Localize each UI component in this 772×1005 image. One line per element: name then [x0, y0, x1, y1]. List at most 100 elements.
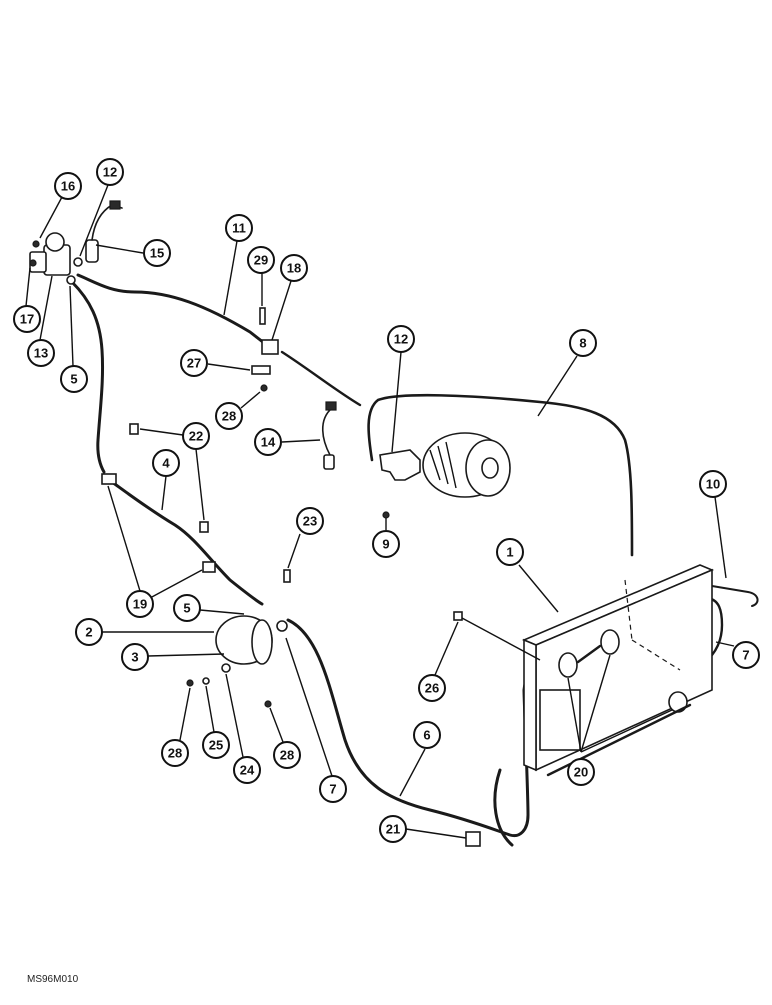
hose-11-continued: [280, 350, 362, 407]
svg-text:19: 19: [133, 597, 147, 612]
leader-5b: [199, 609, 245, 615]
svg-text:4: 4: [162, 456, 170, 471]
compressor: [321, 401, 511, 519]
callout-9: 9: [372, 530, 400, 558]
svg-text:3: 3: [131, 650, 138, 665]
callout-18: 18: [280, 254, 308, 282]
svg-text:11: 11: [232, 221, 246, 236]
condenser: [453, 564, 715, 777]
callout-7-condenser: 7: [732, 641, 760, 669]
callout-12: 12: [96, 158, 124, 186]
callout-23: 23: [296, 507, 324, 535]
callout-2: 2: [75, 618, 103, 646]
switch-14-plug: [325, 401, 337, 411]
svg-text:5: 5: [183, 601, 190, 616]
svg-text:14: 14: [261, 435, 276, 450]
clamp-19a: [101, 473, 117, 485]
nut-28a: [260, 384, 268, 392]
spacer-24: [221, 663, 231, 673]
leader-12a: [79, 184, 109, 257]
nut-28c: [264, 700, 272, 708]
leader-19b: [149, 569, 203, 599]
svg-text:1: 1: [506, 545, 513, 560]
callout-14: 14: [254, 428, 282, 456]
clamp-21: [465, 831, 481, 847]
condenser-fin-patch: [539, 689, 581, 751]
leader-5a: [69, 285, 74, 367]
leader-26b: [461, 617, 541, 661]
svg-text:5: 5: [70, 372, 77, 387]
seal-20a: [558, 652, 578, 678]
leader-16: [39, 196, 63, 239]
leader-18: [271, 280, 292, 341]
hose-4: [110, 480, 264, 606]
callout-7: 7: [319, 775, 347, 803]
callout-29: 29: [247, 246, 275, 274]
leader-10: [714, 496, 727, 579]
nut-22b: [199, 521, 209, 533]
clamp-19b: [202, 561, 216, 573]
leader-19a: [107, 485, 141, 592]
svg-text:25: 25: [209, 738, 223, 753]
receiver-drier: [186, 569, 291, 708]
clamp-27: [251, 365, 271, 375]
hose-6-loop: [493, 768, 514, 847]
svg-text:12: 12: [103, 165, 117, 180]
hose-clamps: [101, 423, 481, 847]
callout-28: 28: [215, 402, 243, 430]
callout-21: 21: [379, 815, 407, 843]
svg-text:28: 28: [280, 748, 294, 763]
switch-15-plug: [109, 200, 121, 210]
callout-25: 25: [202, 731, 230, 759]
switch-15-body: [85, 239, 99, 263]
switch-14-wire: [321, 407, 333, 456]
drier-end: [251, 619, 273, 665]
leader-23: [287, 533, 301, 569]
line-10: [705, 584, 759, 607]
svg-text:9: 9: [382, 537, 389, 552]
washer-25: [202, 677, 210, 685]
svg-text:22: 22: [189, 429, 203, 444]
hose-5-upper: [70, 280, 106, 474]
expansion-valve-assembly: [29, 200, 123, 285]
callout-16: 16: [54, 172, 82, 200]
leader-22b: [195, 448, 205, 521]
condenser-dashed-2: [631, 639, 681, 671]
callout-1: 1: [496, 538, 524, 566]
svg-text:28: 28: [222, 409, 236, 424]
leader-24: [225, 673, 244, 758]
switch-15-wire: [91, 204, 123, 241]
leader-6: [399, 748, 426, 797]
leader-26: [434, 621, 459, 676]
fitting-12a: [73, 257, 83, 267]
condenser-side: [523, 638, 537, 772]
leader-12b: [391, 351, 402, 453]
leader-28a: [240, 391, 261, 409]
svg-text:15: 15: [150, 246, 164, 261]
leader-4: [161, 475, 167, 511]
hose-8: [367, 393, 634, 557]
svg-text:8: 8: [579, 336, 586, 351]
callout-11: 11: [225, 214, 253, 242]
leader-15: [95, 244, 144, 254]
compressor-hub: [481, 457, 499, 479]
callout-6: 6: [413, 721, 441, 749]
leader-20a: [567, 677, 582, 753]
svg-text:21: 21: [386, 822, 400, 837]
svg-text:16: 16: [61, 179, 75, 194]
nut-22a: [129, 423, 139, 435]
callout-10: 10: [699, 470, 727, 498]
leader-lines: [25, 184, 735, 839]
leader-14: [281, 439, 321, 443]
washer-28b: [186, 679, 194, 687]
svg-text:10: 10: [706, 477, 720, 492]
bolt-26: [453, 611, 463, 621]
leader-20b: [580, 654, 611, 753]
seal-20b: [600, 629, 620, 655]
leader-7a: [285, 637, 333, 777]
leader-11: [223, 240, 238, 316]
condenser-tube-mid: [576, 644, 602, 664]
svg-text:13: 13: [34, 346, 48, 361]
callout-13: 13: [27, 339, 55, 367]
